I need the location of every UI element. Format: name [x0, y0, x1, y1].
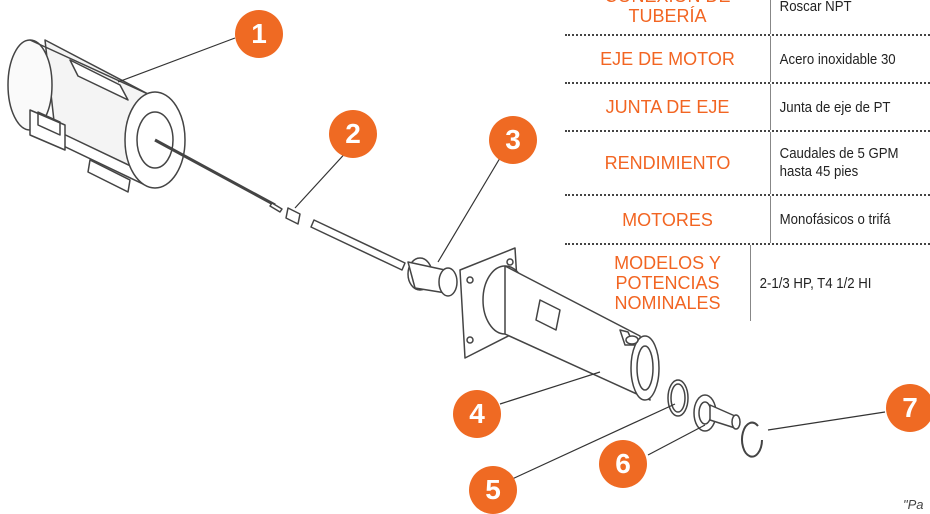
callout-4: 4 [453, 390, 501, 438]
leader-line-4 [499, 371, 601, 405]
shaft-impeller-drawing [310, 219, 458, 297]
spec-value: 2-1/3 HP, T4 1/2 HI [750, 245, 922, 321]
spec-value: Acero inoxidable 30 [770, 36, 924, 82]
spec-row-shaft-seal: JUNTA DE EJE Junta de eje de PT [565, 84, 930, 132]
leader-line-2 [294, 147, 351, 209]
spec-label: MODELOS Y POTENCIAS NOMINALES [614, 253, 721, 313]
leader-line-7 [767, 411, 886, 431]
spec-row-performance: RENDIMIENTO Caudales de 5 GPM hasta 45 p… [565, 132, 930, 196]
spec-label: MOTORES [622, 209, 713, 230]
spec-label: CONEXIÓN DE TUBERÍA [604, 0, 730, 26]
callout-2: 2 [329, 110, 377, 158]
spec-row-pipe-connection: CONEXIÓN DE TUBERÍA Roscar NPT [565, 0, 930, 36]
footnote: "Pa [903, 497, 924, 512]
leader-line-5 [509, 403, 676, 481]
spec-value: Caudales de 5 GPM hasta 45 pies [770, 132, 924, 194]
coupling-drawing [285, 207, 301, 225]
spec-value: Monofásicos o trifá [770, 196, 924, 243]
spec-value: Junta de eje de PT [770, 84, 924, 130]
callout-1: 1 [235, 10, 283, 58]
spec-label: JUNTA DE EJE [605, 97, 730, 117]
o-ring-drawing [667, 379, 689, 417]
spec-row-models-ratings: MODELOS Y POTENCIAS NOMINALES 2-1/3 HP, … [565, 245, 930, 321]
callout-5: 5 [469, 466, 517, 514]
spec-row-motor-shaft: EJE DE MOTOR Acero inoxidable 30 [565, 36, 930, 84]
retaining-ring-drawing [741, 421, 763, 458]
callout-7: 7 [886, 384, 930, 432]
spec-label: RENDIMIENTO [604, 153, 731, 173]
leader-line-1 [117, 37, 236, 83]
spec-row-motors: MOTORES Monofásicos o trifá [565, 196, 930, 245]
callout-3: 3 [489, 116, 537, 164]
motor-drawing [7, 39, 283, 213]
callout-6: 6 [599, 440, 647, 488]
shaft-seal-drawing [693, 394, 741, 432]
leader-line-6 [647, 424, 706, 456]
spec-value: Roscar NPT [770, 0, 924, 34]
spec-table: CONEXIÓN DE TUBERÍA Roscar NPT EJE DE MO… [565, 0, 930, 321]
leader-line-3 [437, 157, 501, 263]
spec-label: EJE DE MOTOR [600, 49, 735, 69]
pump-body-drawing [459, 247, 660, 401]
